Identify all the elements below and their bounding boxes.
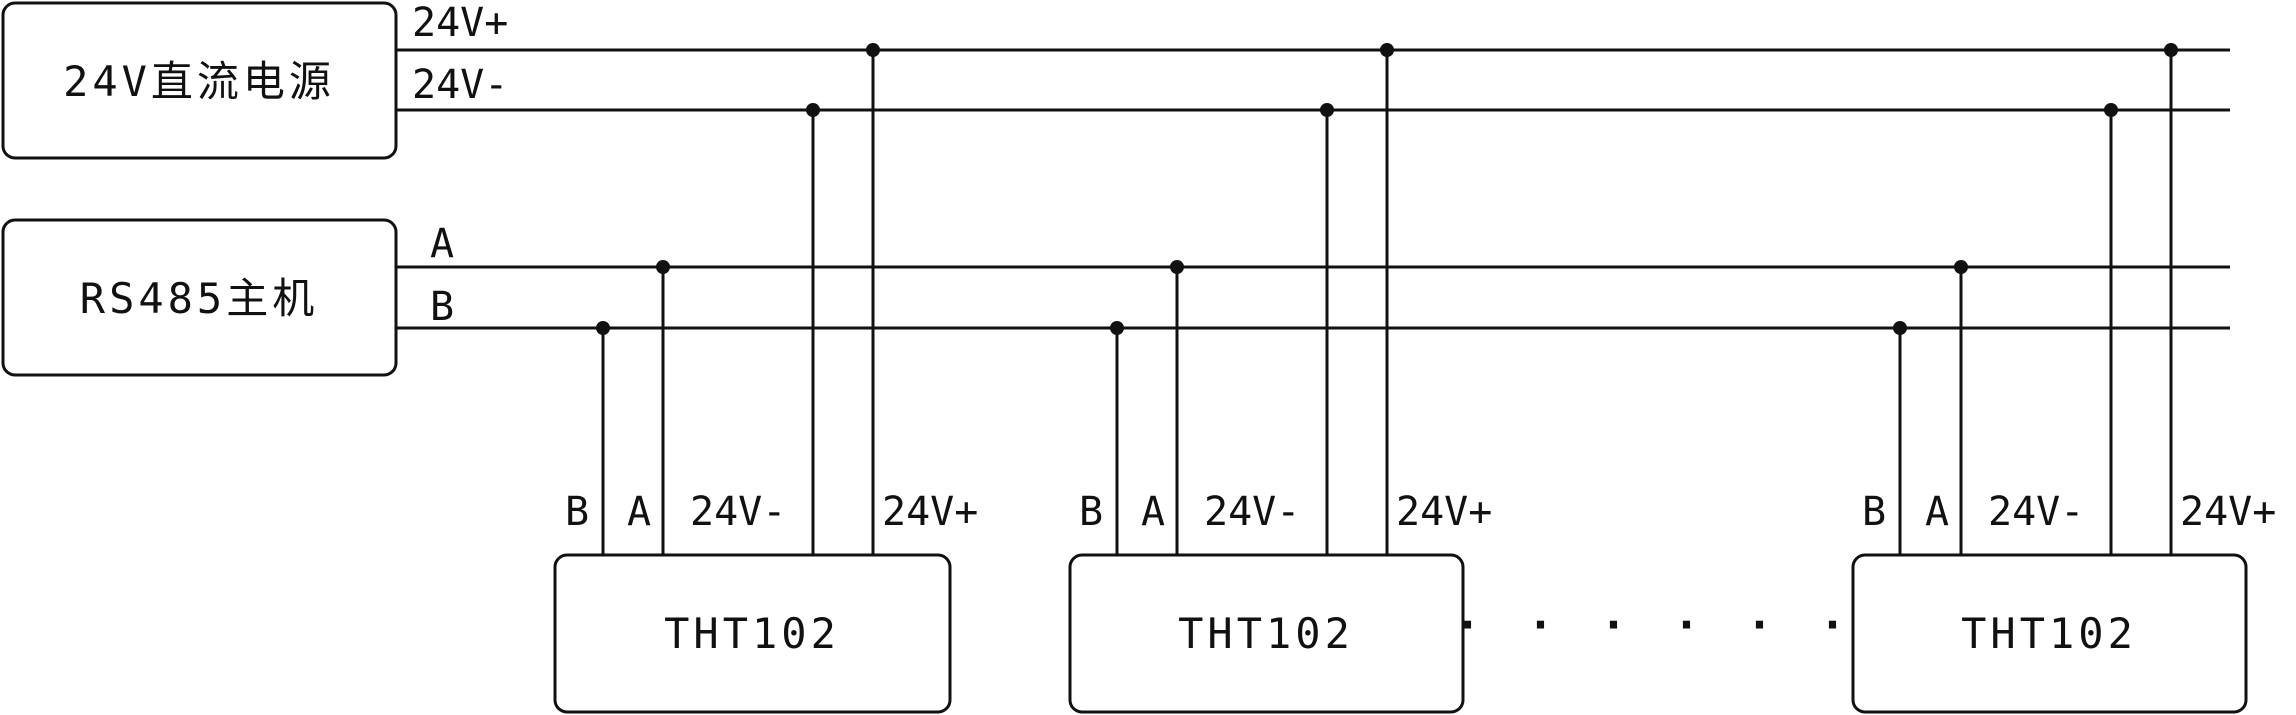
device-3-terminal-24v-minus: 24V- [1988, 489, 2084, 535]
bus-a-label: A [430, 221, 454, 267]
device-2-24v-plus-junction [1380, 43, 1394, 57]
device-3: B A 24V- 24V+ THT102 [1851, 43, 2276, 714]
device-1: B A 24V- 24V+ THT102 [553, 43, 978, 714]
power-supply-label: 24V直流电源 [63, 57, 335, 106]
bus-24v-plus-label: 24V+ [412, 0, 508, 46]
device-3-terminal-a: A [1925, 489, 1949, 535]
device-1-terminal-24v-plus: 24V+ [882, 489, 978, 535]
device-2-b-junction [1110, 321, 1124, 335]
device-1-24v-plus-junction [866, 43, 880, 57]
device-3-label: THT102 [1961, 609, 2137, 658]
device-2-label: THT102 [1178, 609, 1354, 658]
device-3-terminal-b: B [1862, 489, 1886, 535]
device-2-a-junction [1170, 260, 1184, 274]
rs485-host-label: RS485主机 [80, 274, 318, 323]
device-ellipsis: · · · · · · [1454, 600, 1855, 651]
device-3-24v-plus-junction [2164, 43, 2178, 57]
device-3-24v-minus-junction [2104, 103, 2118, 117]
device-2: B A 24V- 24V+ THT102 [1068, 43, 1492, 714]
device-1-label: THT102 [664, 609, 840, 658]
device-2-box [1068, 553, 1465, 714]
device-1-terminal-a: A [627, 489, 651, 535]
device-3-box [1851, 553, 2248, 714]
rs485-host-box [1, 218, 398, 377]
device-1-terminal-b: B [565, 489, 589, 535]
device-3-a-junction [1954, 260, 1968, 274]
device-2-terminal-24v-minus: 24V- [1204, 489, 1300, 535]
device-2-terminal-b: B [1079, 489, 1103, 535]
device-2-24v-minus-junction [1320, 103, 1334, 117]
bus-24v-minus-label: 24V- [412, 62, 508, 108]
device-3-b-junction [1893, 321, 1907, 335]
bus-b-label: B [430, 284, 454, 330]
device-1-a-junction [656, 260, 670, 274]
device-1-box [553, 553, 952, 714]
device-1-24v-minus-junction [806, 103, 820, 117]
device-1-b-junction [596, 321, 610, 335]
power-supply-box [1, 1, 398, 160]
device-2-terminal-24v-plus: 24V+ [1396, 489, 1492, 535]
device-3-terminal-24v-plus: 24V+ [2180, 489, 2276, 535]
device-1-terminal-24v-minus: 24V- [690, 489, 786, 535]
device-2-terminal-a: A [1141, 489, 1165, 535]
